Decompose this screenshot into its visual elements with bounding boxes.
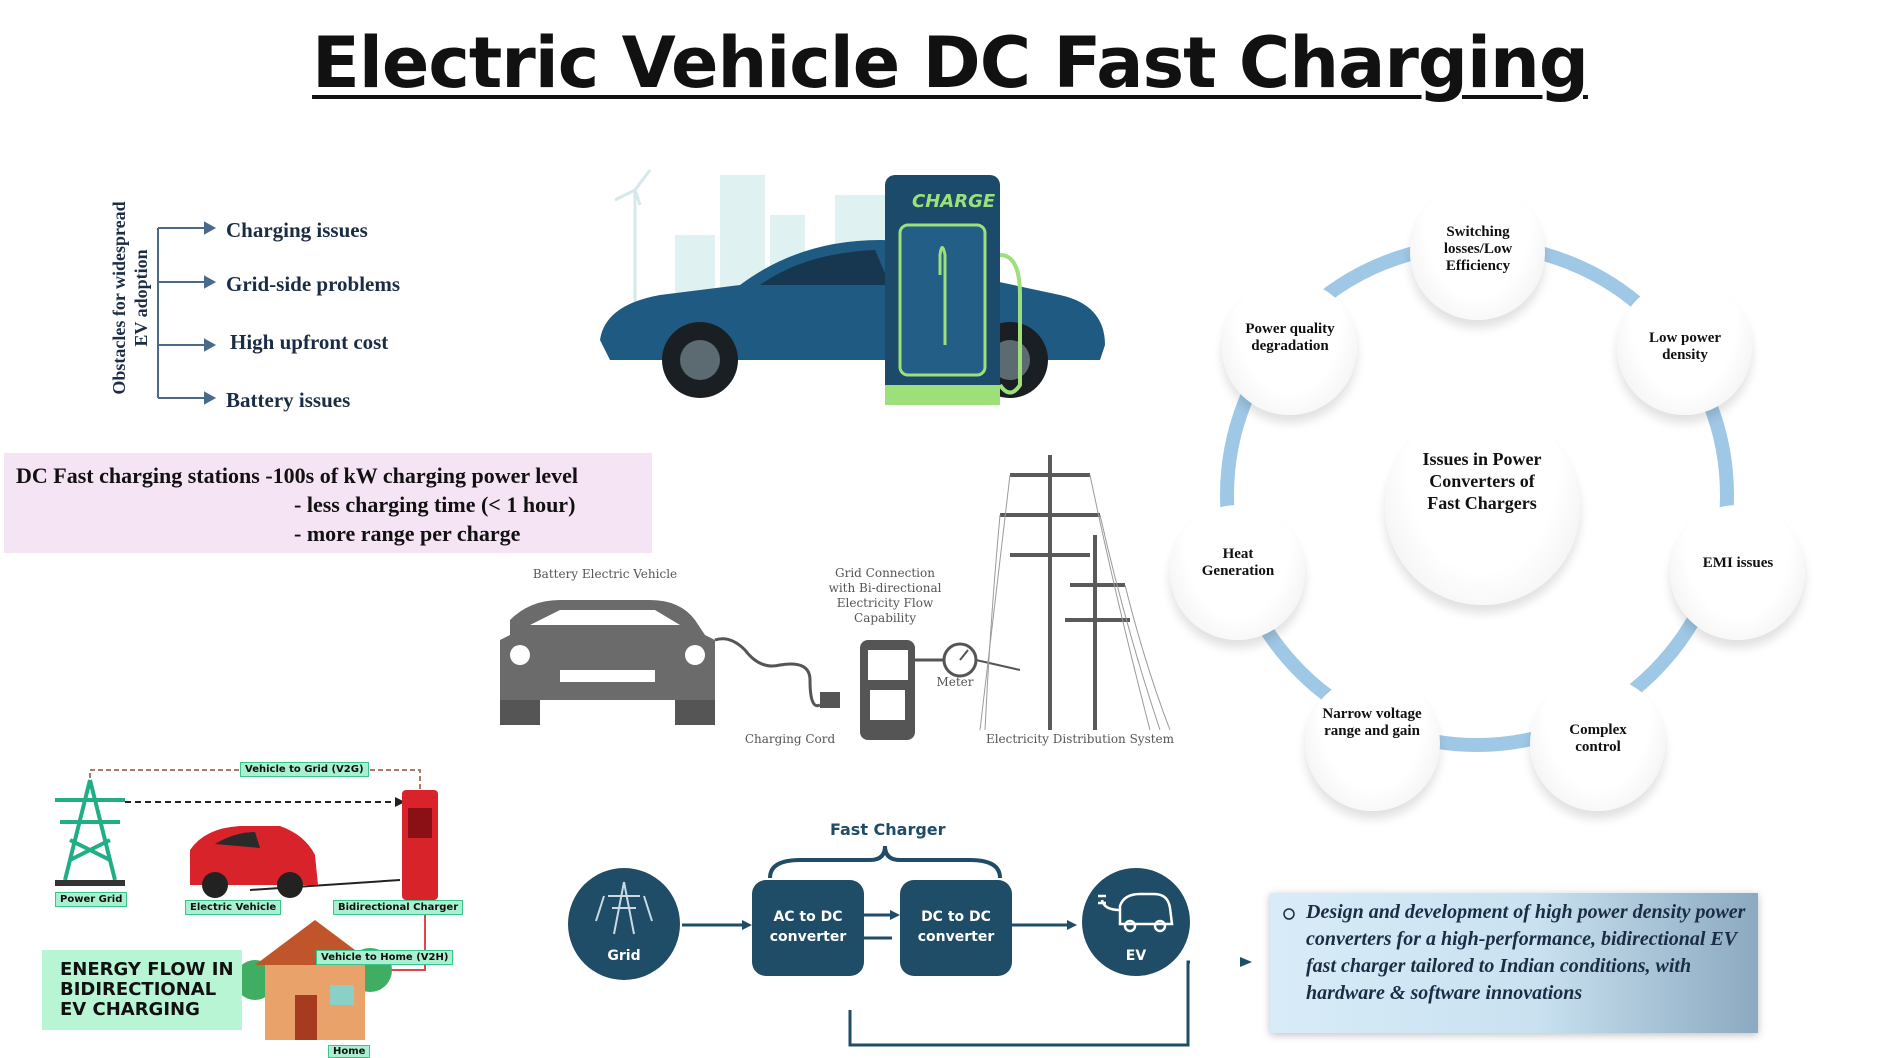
issues-center-label: Issues in Power Converters of Fast Charg… — [1422, 449, 1542, 513]
grid-node-label: Grid — [607, 948, 641, 964]
issue-label: Narrow voltage range and gain — [1322, 706, 1422, 739]
fast-charger-heading: Fast Charger — [830, 820, 946, 839]
issue-label: Switching losses/Low Efficiency — [1443, 224, 1513, 274]
ev-node: EV — [1082, 868, 1190, 976]
meter-label: Meter — [936, 675, 974, 689]
obstacles-heading-line1: Obstacles for widespread — [109, 201, 129, 395]
charging-car-illustration — [600, 169, 1105, 405]
energy-flow-line3: EV CHARGING — [60, 999, 200, 1020]
obstacle-item: Battery issues — [226, 388, 351, 412]
issue-bubble — [1222, 280, 1357, 415]
page-title: Electric Vehicle DC Fast Charging — [312, 22, 1589, 104]
design-arrowhead — [1240, 957, 1252, 967]
issue-label: EMI issues — [1702, 555, 1774, 571]
issue-bubble — [1530, 676, 1665, 811]
power-grid-tag: Power Grid — [55, 892, 128, 907]
home-tag: Home — [328, 1045, 371, 1058]
bev-label: Battery Electric Vehicle — [532, 567, 678, 581]
obstacle-item: Grid-side problems — [226, 272, 401, 296]
issue-label: Power quality degradation — [1245, 321, 1335, 354]
grid-connection-label: Grid Connection with Bi-directional Elec… — [828, 566, 942, 625]
ac-dc-converter-box: AC to DC converter — [752, 880, 864, 976]
bev-grid-schematic — [500, 600, 1021, 740]
dc-dc-line1: DC to DC — [921, 909, 991, 925]
bullet-circle-icon — [1283, 908, 1295, 920]
v2g-tag: Vehicle to Grid (V2G) — [240, 762, 369, 777]
design-objective-box: Design and development of high power den… — [1270, 893, 1758, 1033]
issue-bubble — [1305, 676, 1440, 811]
power-pylons-illustration — [979, 455, 1171, 731]
design-objective-text: Design and development of high power den… — [1306, 901, 1746, 1004]
v2h-tag: Vehicle to Home (V2H) — [316, 950, 454, 965]
energy-flow-line1: ENERGY FLOW IN — [60, 959, 234, 980]
issue-bubble — [1617, 280, 1752, 415]
electric-vehicle-tag: Electric Vehicle — [185, 900, 282, 915]
pylon-icon — [595, 881, 653, 935]
obstacle-item: High upfront cost — [230, 330, 389, 354]
issues-center-bubble — [1385, 410, 1580, 605]
ac-dc-line2: converter — [769, 929, 847, 945]
dc-box-line1: DC Fast charging stations -100s of kW ch… — [16, 463, 579, 488]
bidirectional-flow-illustration — [55, 769, 438, 1040]
charging-cord-label: Charging Cord — [744, 732, 836, 746]
issue-label: Low power density — [1648, 330, 1722, 363]
charge-station-label: CHARGE — [912, 191, 996, 212]
dc-box-line3: - more range per charge — [294, 521, 521, 546]
grid-node: Grid — [568, 868, 680, 980]
issue-label: Heat Generation — [1201, 546, 1275, 579]
dc-dc-line2: converter — [917, 929, 995, 945]
dc-fast-charging-box: DC Fast charging stations -100s of kW ch… — [4, 453, 652, 553]
dc-dc-converter-box: DC to DC converter — [900, 880, 1012, 976]
energy-flow-label: ENERGY FLOW IN BIDIRECTIONAL EV CHARGING — [42, 950, 242, 1030]
obstacles-heading-line2: EV adoption — [131, 249, 151, 347]
ac-dc-line1: AC to DC — [773, 909, 843, 925]
distribution-system-label: Electricity Distribution System — [985, 732, 1175, 746]
issue-bubble — [1170, 505, 1305, 640]
ev-node-label: EV — [1125, 948, 1147, 964]
bidirectional-charger-tag: Bidirectional Charger — [333, 900, 464, 915]
dc-box-line2: - less charging time (< 1 hour) — [294, 492, 576, 517]
energy-flow-line2: BIDIRECTIONAL — [60, 979, 217, 1000]
issue-label: Complex control — [1569, 722, 1627, 755]
obstacle-item: Charging issues — [226, 218, 368, 242]
obstacles-bracket-arrows — [157, 221, 217, 405]
ev-plug-icon — [1098, 892, 1174, 933]
issue-bubble — [1670, 505, 1805, 640]
issue-bubble — [1410, 185, 1545, 320]
